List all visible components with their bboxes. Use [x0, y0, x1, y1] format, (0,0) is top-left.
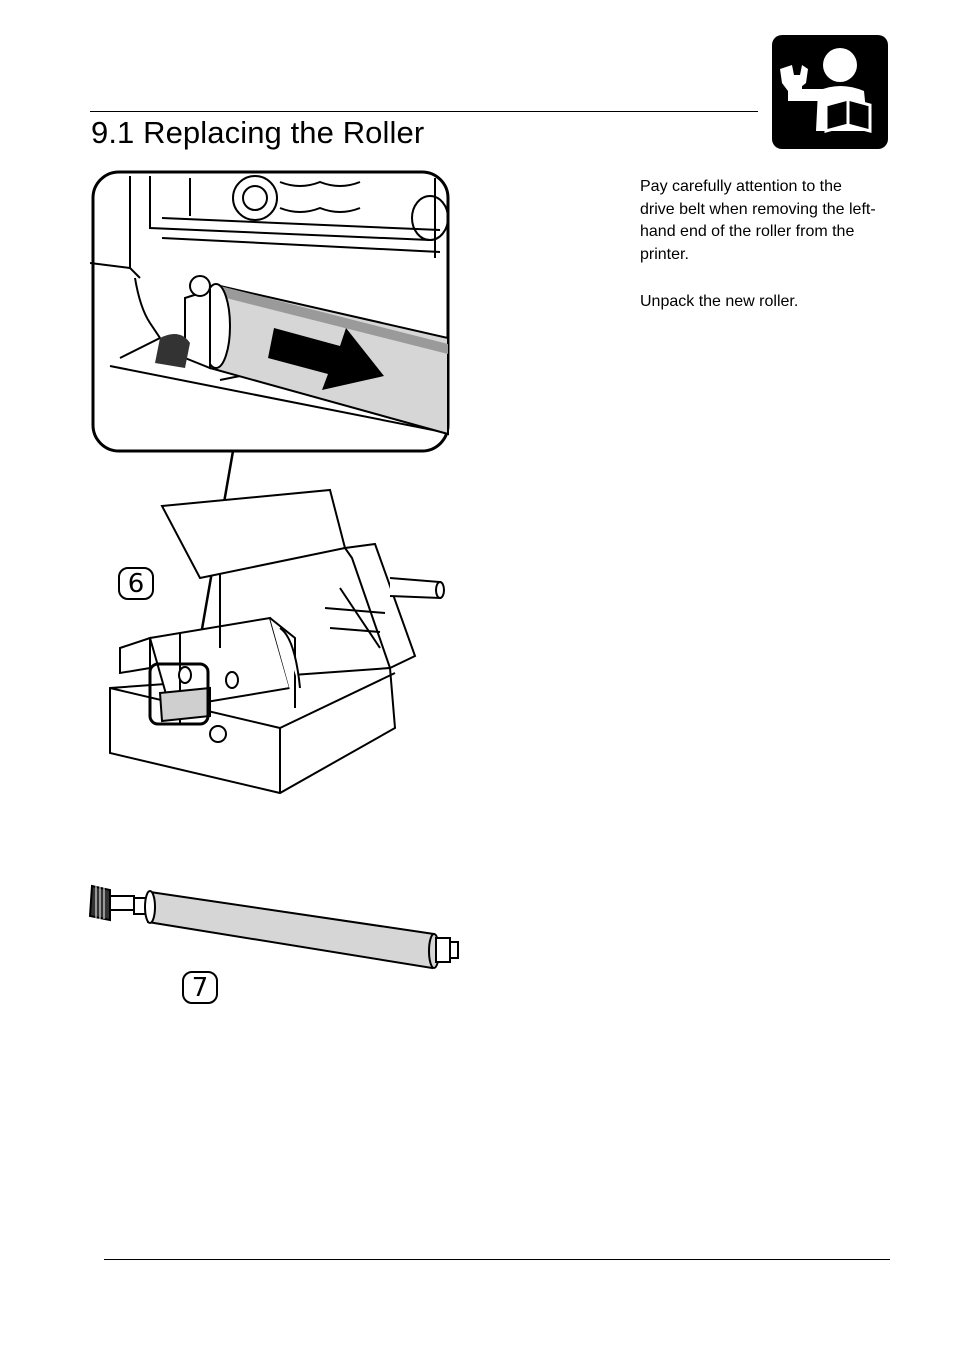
arrow-right-icon	[268, 328, 384, 390]
page-title: 9.1 Replacing the Roller	[91, 115, 425, 150]
service-manual-icon	[772, 35, 888, 149]
new-roller-figure	[88, 878, 460, 978]
footer-rule	[104, 1259, 890, 1260]
step-6-label: 6	[118, 567, 154, 600]
instruction-text: Pay carefully attention to the drive bel…	[640, 176, 880, 339]
instruction-drive-belt: Pay carefully attention to the drive bel…	[640, 178, 876, 263]
header-rule	[90, 111, 758, 112]
printer-roller-removal-figure	[89, 168, 460, 798]
step-7-label: 7	[182, 971, 218, 1004]
instruction-unpack: Unpack the new roller.	[640, 293, 799, 310]
